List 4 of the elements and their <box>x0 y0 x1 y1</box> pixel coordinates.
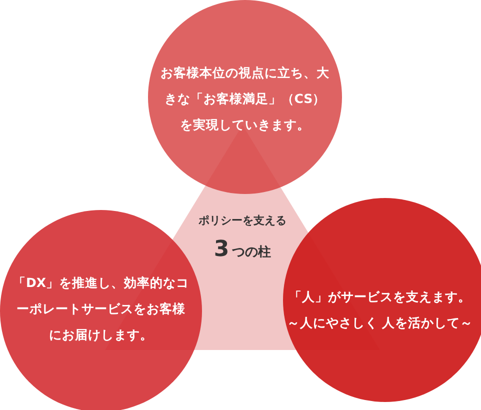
policy-text: お客様本位の視点に立ち、大きな「お客様満足」（CS）を実現していきます。 <box>160 64 330 134</box>
policy-text: 「人」がサービスを支えます。～人にやさしく 人を活かして～ <box>286 288 474 332</box>
center-heading: ポリシーを支える <box>198 213 288 228</box>
policy-text: 「DX」を推進し、効率的なコーポレートサービスをお客様にお届けします。 <box>12 274 190 344</box>
